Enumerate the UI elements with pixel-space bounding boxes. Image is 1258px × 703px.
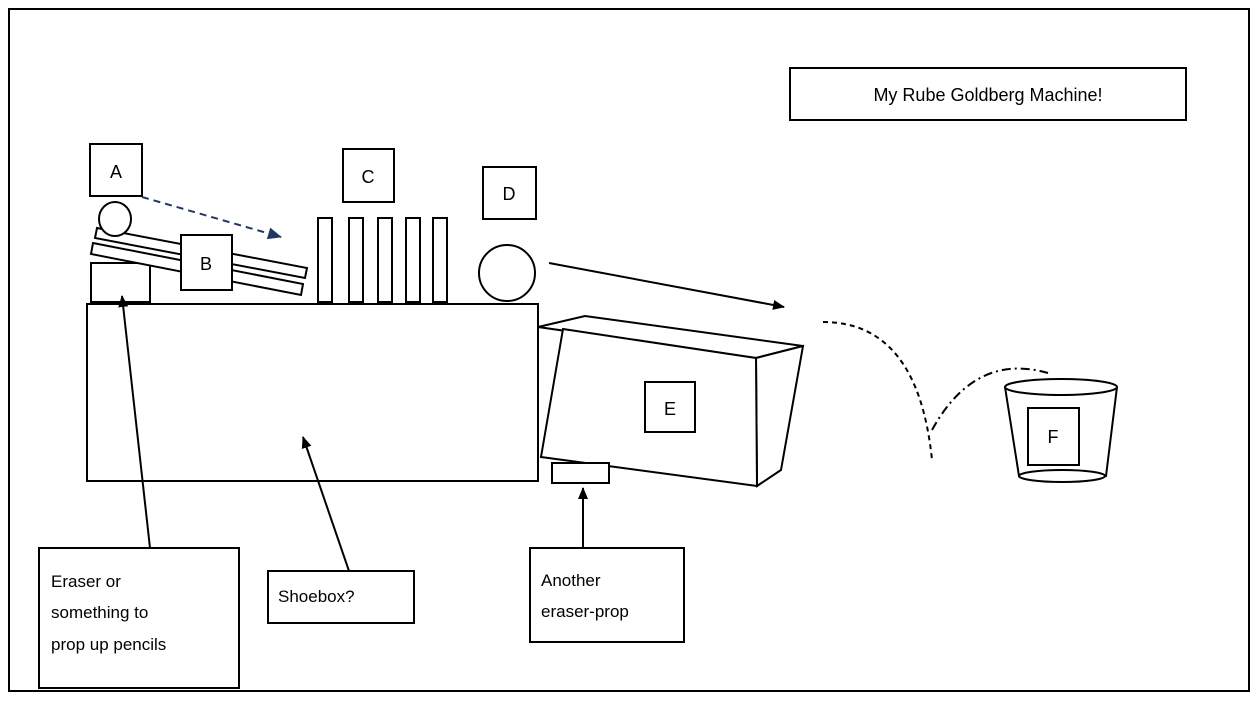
label-d: D <box>503 184 516 204</box>
ball-d <box>478 244 536 302</box>
box-e-side <box>754 344 805 488</box>
trajectory-arc-2 <box>931 367 1049 431</box>
arrow-to-eraser <box>118 295 151 549</box>
shoebox <box>86 303 539 482</box>
title-text: My Rube Goldberg Machine! <box>873 85 1102 105</box>
label-f-box <box>1027 407 1080 466</box>
domino-1 <box>317 217 333 303</box>
label-b: B <box>200 254 212 274</box>
domino-3 <box>377 217 393 303</box>
label-a-box <box>89 143 143 197</box>
domino-2 <box>348 217 364 303</box>
callout-shoebox-text: Shoebox? <box>278 587 355 606</box>
marble-ball <box>98 201 132 237</box>
label-e-box <box>644 381 696 433</box>
domino-5 <box>432 217 448 303</box>
callout-eraser-line-2: something to <box>51 603 148 622</box>
page-frame <box>8 8 1250 692</box>
callout-eraser-line-3: prop up pencils <box>51 635 166 654</box>
callout-eraser2-line-2: eraser-prop <box>541 602 629 621</box>
dashed-arrow <box>141 196 282 240</box>
bucket-rim <box>1004 378 1118 396</box>
callout-shoebox-box <box>267 570 415 624</box>
label-e: E <box>664 399 676 419</box>
callout-eraser2-line-1: Another <box>541 571 601 590</box>
trajectory-arc-1 <box>822 321 933 461</box>
domino-4 <box>405 217 421 303</box>
arrow-d-to-e <box>548 262 785 310</box>
bucket-bottom <box>1018 469 1106 483</box>
title-box <box>789 67 1187 121</box>
callout-eraser2-box <box>529 547 685 643</box>
label-a: A <box>110 162 122 182</box>
label-f: F <box>1048 427 1059 447</box>
callout-eraser-box <box>38 547 240 689</box>
arrow-to-shoebox <box>301 436 350 572</box>
eraser-prop <box>90 262 151 303</box>
label-c-box <box>342 148 395 203</box>
callout-eraser-line-1: Eraser or <box>51 572 121 591</box>
label-b-box <box>180 234 233 291</box>
label-c: C <box>362 167 375 187</box>
eraser-prop-2 <box>551 462 610 484</box>
label-d-box <box>482 166 537 220</box>
